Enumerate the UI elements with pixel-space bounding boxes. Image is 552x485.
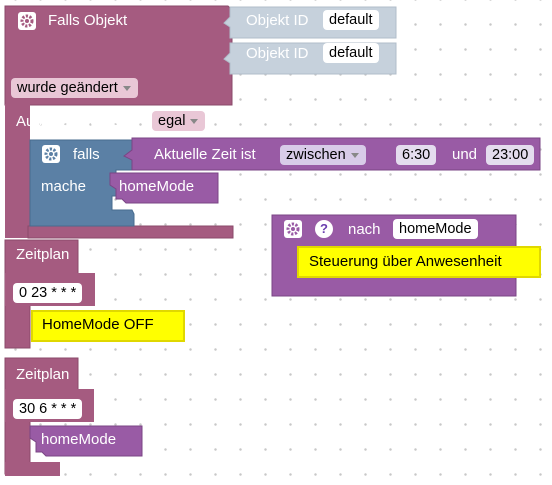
- end-time-field[interactable]: 23:00: [486, 145, 535, 165]
- and-label: und: [452, 146, 478, 163]
- schedule-label-2: Zeitplan: [16, 366, 70, 383]
- trigger-block-shape[interactable]: [0, 0, 240, 245]
- condition-dropdown[interactable]: wurde geändert: [11, 78, 138, 98]
- function-name-field[interactable]: homeMode: [393, 219, 478, 239]
- comment-shape: [297, 246, 541, 278]
- object-id-field-2[interactable]: default: [323, 43, 379, 63]
- gear-icon[interactable]: [284, 220, 302, 238]
- object-id-label-2: Objekt ID: [246, 45, 309, 62]
- homemode-call: homeMode: [119, 178, 195, 195]
- trigger-title: Falls Objekt: [48, 12, 128, 29]
- schedule-cron-1[interactable]: 0 23 * * *: [13, 283, 83, 303]
- function-label: nach: [348, 221, 381, 238]
- homemode-call-shape[interactable]: [108, 171, 224, 207]
- schedule-action-2: homeMode: [41, 431, 117, 448]
- object-id-field-1[interactable]: default: [323, 10, 379, 30]
- condition-label: Aktuelle Zeit ist: [154, 146, 256, 163]
- start-time-field[interactable]: 6:30: [396, 145, 437, 165]
- gear-icon[interactable]: [18, 12, 36, 30]
- schedule-action-1-shape[interactable]: [30, 309, 190, 345]
- gear-icon[interactable]: [42, 145, 60, 163]
- schedule-action-2-shape[interactable]: [28, 424, 148, 460]
- schedule-cron-2[interactable]: 30 6 * * *: [13, 399, 83, 419]
- schedule-action-1: HomeMode OFF: [42, 316, 154, 333]
- help-icon[interactable]: ?: [315, 220, 333, 238]
- schedule-label-1: Zeitplan: [16, 246, 70, 263]
- object-id-sockets: [223, 6, 397, 75]
- mache-label: mache: [41, 178, 87, 195]
- object-id-label-1: Objekt ID: [246, 12, 309, 29]
- function-comment: Steuerung über Anwesenheit: [309, 253, 502, 270]
- falls-label: falls: [73, 146, 100, 163]
- trigger-dropdown[interactable]: egal: [152, 111, 206, 131]
- time-mode-dropdown[interactable]: zwischen: [280, 145, 366, 165]
- trigger-label: Auslösung durch: [16, 113, 128, 130]
